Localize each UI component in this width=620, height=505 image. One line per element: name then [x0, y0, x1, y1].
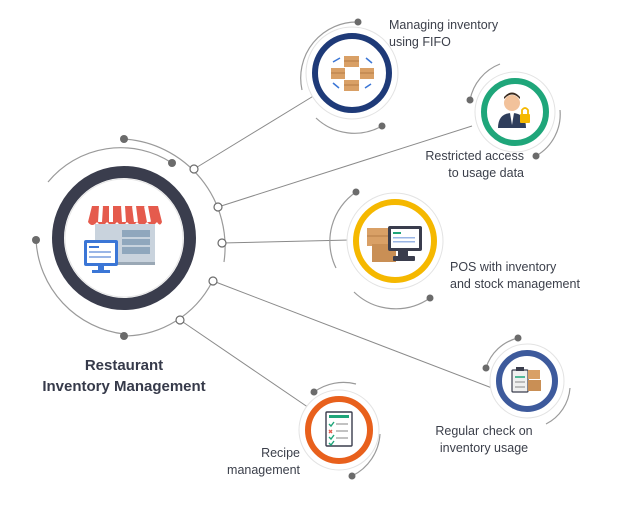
connector-fifo	[193, 91, 321, 170]
clipboard-boxes-icon	[511, 367, 541, 393]
label-pos-line1: POS with inventory	[450, 260, 557, 274]
node-restricted	[466, 63, 561, 160]
connector-lines	[179, 91, 493, 413]
label-pos-line2: and stock management	[450, 277, 580, 291]
node-regular	[482, 334, 571, 425]
diagram-title: Restaurant Inventory Management	[24, 355, 224, 397]
node-recipe	[298, 381, 381, 480]
label-recipe-line1: Recipe	[261, 446, 300, 460]
label-regular-line2: inventory usage	[439, 441, 529, 455]
store-icon	[84, 205, 162, 273]
label-regular-line1: Regular check on	[435, 424, 533, 438]
label-recipe-line2: management	[227, 463, 300, 477]
connector-restricted	[217, 125, 473, 208]
hub-connector-joints	[175, 164, 227, 325]
label-fifo-line1: Managing inventory	[389, 18, 499, 32]
checklist-icon	[325, 411, 353, 447]
hub-decor-arcs	[35, 138, 226, 337]
hub-decor-dots	[32, 135, 176, 340]
pos-terminal-icon	[367, 226, 422, 262]
connector-recipe	[179, 319, 316, 413]
boxes-cycle-icon	[331, 56, 374, 91]
connector-regular	[212, 280, 493, 389]
diagram-title-line2: Inventory Management	[42, 378, 206, 395]
label-fifo: Managing inventory using FIFO	[389, 17, 498, 51]
label-pos: POS with inventory and stock management	[450, 259, 580, 293]
hub-node	[50, 164, 198, 312]
connector-pos	[221, 239, 351, 244]
node-pos	[329, 188, 444, 310]
label-restricted-line1: Restricted access	[425, 149, 524, 163]
user-lock-icon	[498, 92, 530, 128]
label-restricted-line2: to usage data	[448, 166, 524, 180]
node-fifo	[300, 18, 399, 134]
label-regular: Regular check on inventory usage	[424, 423, 544, 457]
label-fifo-line2: using FIFO	[389, 35, 451, 49]
label-recipe: Recipe management	[200, 445, 300, 479]
label-restricted: Restricted access to usage data	[400, 148, 524, 182]
diagram-title-line1: Restaurant	[84, 357, 164, 374]
